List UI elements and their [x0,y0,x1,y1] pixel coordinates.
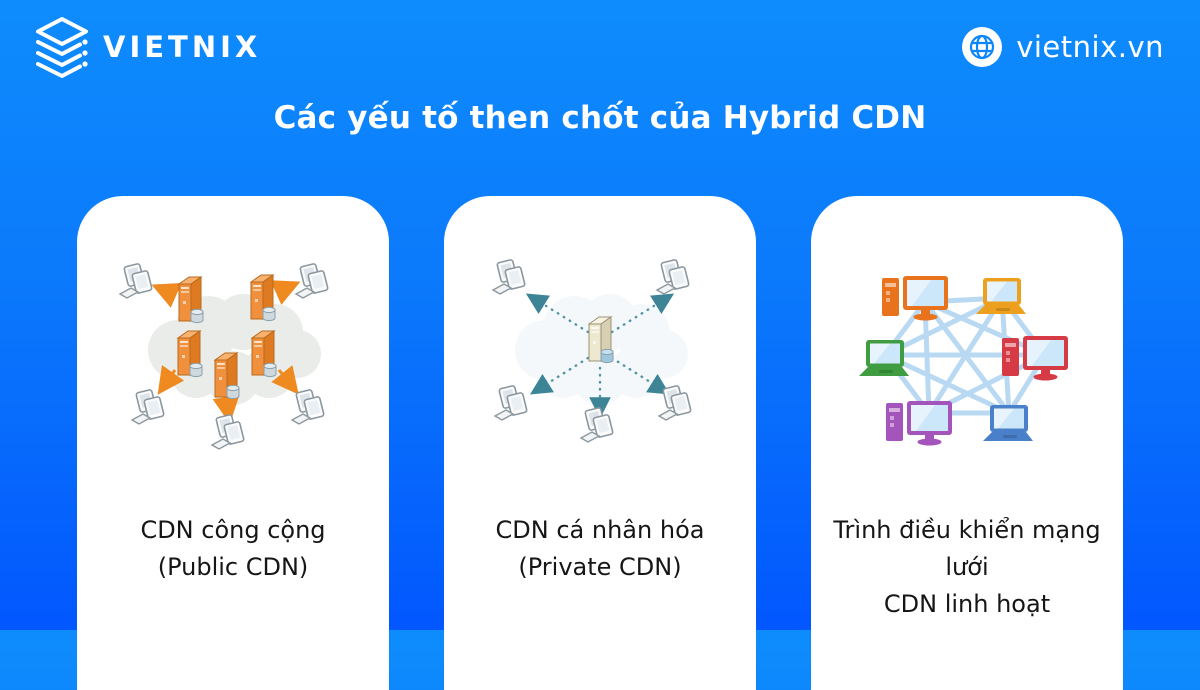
caption-line2: (Private CDN) [518,553,682,581]
website-label: vietnix.vn [1016,30,1164,64]
header: VIETNIX vietnix.vn [0,0,1200,78]
edge-server-icon [178,276,204,324]
mesh-network-illustration [859,276,1068,446]
caption-line2: (Public CDN) [157,553,309,581]
client-computer-icon [658,384,692,421]
card-flexible-cdn-controller: Trình điều khiển mạng lưới CDN linh hoạt [811,196,1123,690]
edge-server-icon [177,330,203,378]
client-computer-icon [492,258,526,295]
client-computer-icon [131,388,165,425]
laptop-node-blue-icon [983,405,1033,441]
desktop-node-purple-icon [886,401,952,446]
card-private-cdn: CDN cá nhân hóa (Private CDN) [444,196,756,690]
laptop-node-green-icon [859,340,909,376]
edge-server-icon [214,352,240,400]
caption-line1: CDN công cộng [140,516,326,544]
card-caption: CDN công cộng (Public CDN) [140,512,325,586]
laptop-node-yellow-icon [976,278,1026,314]
client-computer-icon [119,262,153,299]
globe-icon [962,27,1003,67]
public-cdn-illustration [119,262,329,450]
client-computer-icon [656,258,690,295]
website-badge: vietnix.vn [962,27,1164,67]
client-computer-icon [211,413,245,450]
page-title: Các yếu tố then chốt của Hybrid CDN [273,100,927,136]
card-caption: Trình điều khiển mạng lưới CDN linh hoạt [811,512,1123,623]
mesh-links [882,295,1048,416]
client-computer-icon [295,262,329,299]
card-public-cdn: CDN công cộng (Public CDN) [77,196,389,690]
brand-name: VIETNIX [103,30,262,64]
caption-line1: CDN cá nhân hóa [495,516,705,544]
caption-line2: CDN linh hoạt [883,590,1051,618]
private-cdn-illustration [492,258,692,443]
client-computer-icon [494,384,528,421]
client-computer-icon [580,406,614,443]
caption-line1: Trình điều khiển mạng lưới [833,516,1101,581]
vietnix-logo-icon [36,17,88,78]
edge-server-icon [250,274,276,322]
card-caption: CDN cá nhân hóa (Private CDN) [496,512,705,586]
edge-server-icon [251,330,277,378]
cards-row: CDN công cộng (Public CDN) CDN cá nhân h… [0,196,1200,690]
client-computer-icon [291,388,325,425]
brand-logo: VIETNIX [34,16,261,78]
origin-server-icon [588,316,614,364]
